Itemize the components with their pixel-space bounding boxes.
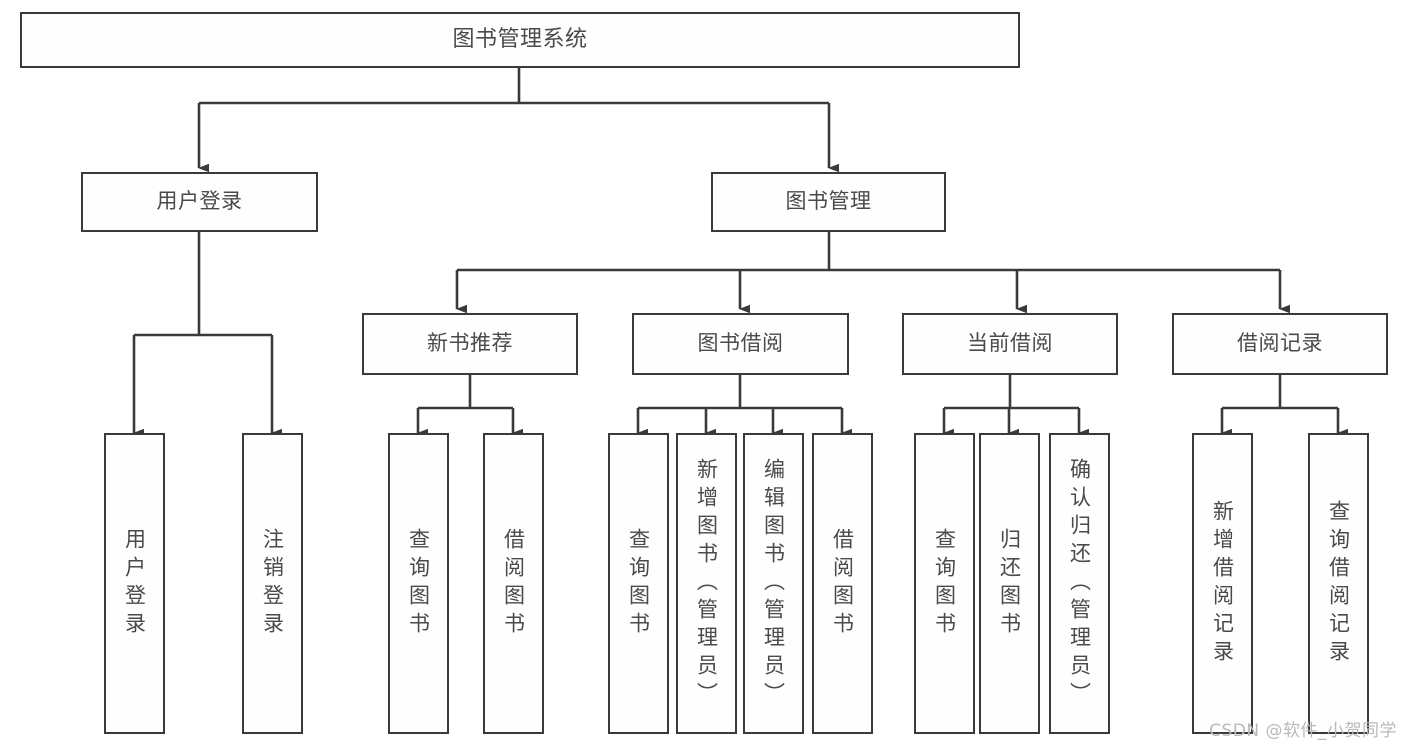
leaf-query-book-borrow[interactable]: 查询图书 xyxy=(608,433,669,734)
node-label: 新增借阅记录 xyxy=(1210,499,1235,668)
node-label: 查询图书 xyxy=(406,527,431,640)
node-label: 当前借阅 xyxy=(967,331,1053,356)
leaf-confirm-return-admin[interactable]: 确认归还（管理员） xyxy=(1049,433,1110,734)
node-label: 新书推荐 xyxy=(427,331,513,356)
node-label: 查询图书 xyxy=(932,527,957,640)
node-book-management[interactable]: 图书管理 xyxy=(711,172,946,232)
node-label: 查询图书 xyxy=(626,527,651,640)
leaf-query-borrow-record[interactable]: 查询借阅记录 xyxy=(1308,433,1369,734)
node-label: 图书借阅 xyxy=(697,331,784,356)
node-book-borrow[interactable]: 图书借阅 xyxy=(632,313,849,375)
watermark-text: CSDN @软件_小贺同学 xyxy=(1209,721,1397,741)
node-label: 用户登录 xyxy=(122,527,147,640)
node-label: 图书管理 xyxy=(785,189,872,214)
leaf-borrow-book[interactable]: 借阅图书 xyxy=(812,433,873,734)
node-label: 确认归还（管理员） xyxy=(1067,457,1092,710)
leaf-edit-book-admin[interactable]: 编辑图书（管理员） xyxy=(743,433,804,734)
node-label: 借阅图书 xyxy=(501,527,526,640)
leaf-query-book-current[interactable]: 查询图书 xyxy=(914,433,975,734)
node-label: 归还图书 xyxy=(997,527,1022,640)
node-label: 借阅记录 xyxy=(1237,331,1323,356)
node-label: 编辑图书（管理员） xyxy=(761,457,786,710)
leaf-return-book[interactable]: 归还图书 xyxy=(979,433,1040,734)
node-user-login[interactable]: 用户登录 xyxy=(81,172,318,232)
leaf-query-book-rec[interactable]: 查询图书 xyxy=(388,433,449,734)
node-label: 查询借阅记录 xyxy=(1326,499,1351,668)
node-current-borrow[interactable]: 当前借阅 xyxy=(902,313,1118,375)
node-root-system[interactable]: 图书管理系统 xyxy=(20,12,1020,68)
leaf-user-logout[interactable]: 注销登录 xyxy=(242,433,303,734)
node-label: 借阅图书 xyxy=(830,527,855,640)
node-label: 注销登录 xyxy=(260,527,285,640)
leaf-add-borrow-record[interactable]: 新增借阅记录 xyxy=(1192,433,1253,734)
node-label: 用户登录 xyxy=(156,189,243,214)
leaf-borrow-book-rec[interactable]: 借阅图书 xyxy=(483,433,544,734)
node-label: 新增图书（管理员） xyxy=(694,457,719,710)
leaf-add-book-admin[interactable]: 新增图书（管理员） xyxy=(676,433,737,734)
node-borrow-record[interactable]: 借阅记录 xyxy=(1172,313,1388,375)
node-new-book-recommend[interactable]: 新书推荐 xyxy=(362,313,578,375)
leaf-user-login[interactable]: 用户登录 xyxy=(104,433,165,734)
node-label: 图书管理系统 xyxy=(452,26,588,52)
